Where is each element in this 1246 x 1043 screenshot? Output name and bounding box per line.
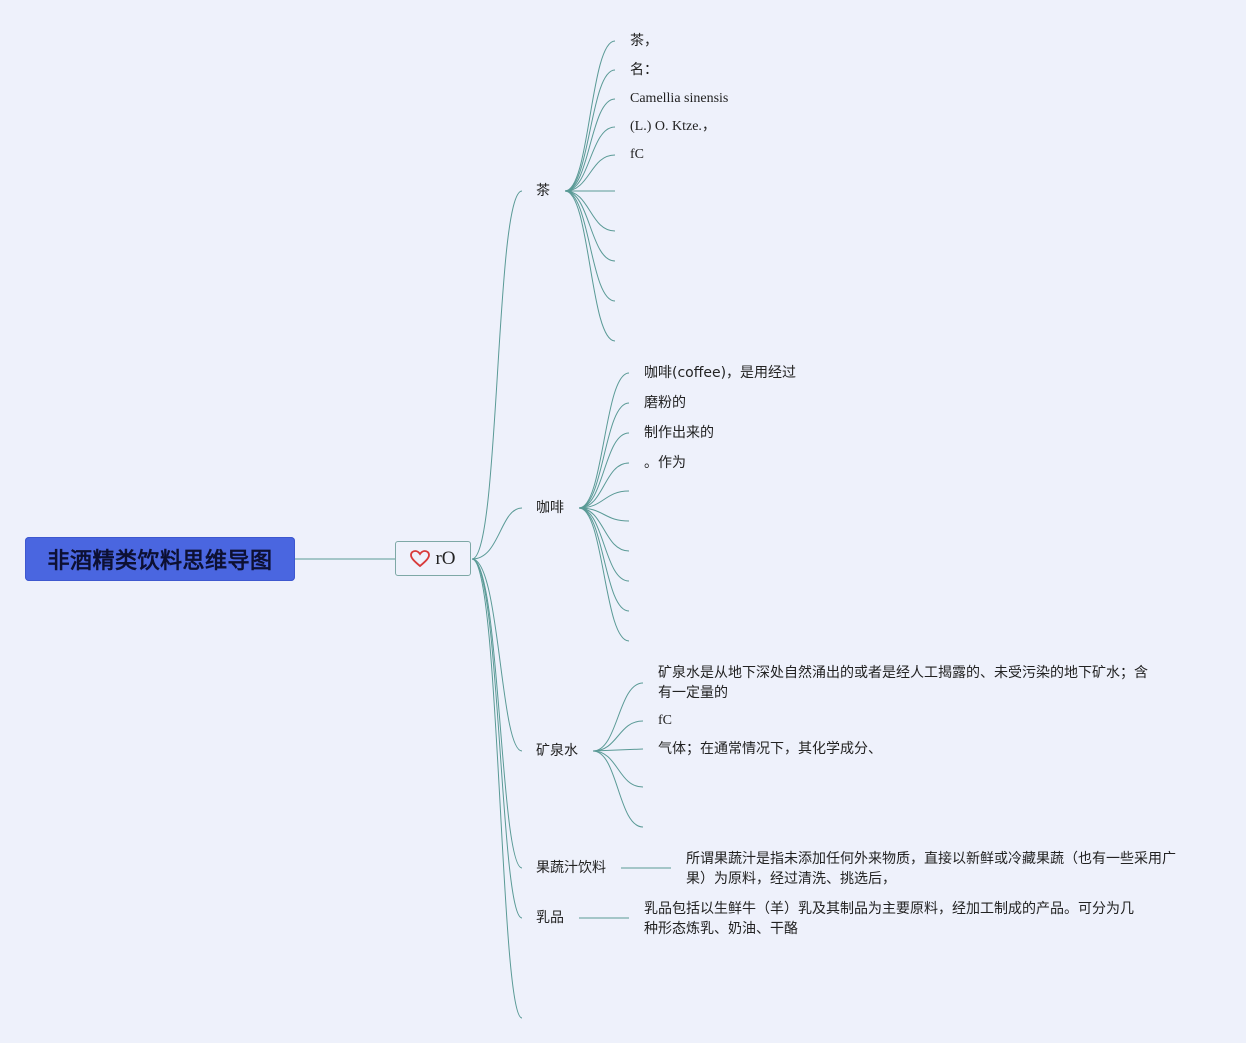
- dairy-item[interactable]: 乳品包括以生鲜牛（羊）乳及其制品为主要原料，经加工制成的产品。可分为几种形态炼乳…: [644, 901, 1134, 937]
- coffee-item[interactable]: 磨粉的: [644, 395, 686, 411]
- tea-item[interactable]: fC: [630, 147, 644, 162]
- mineral-water-item[interactable]: 矿泉水是从地下深处自然涌出的或者是经人工揭露的、未受污染的地下矿水；含有一定量的: [658, 665, 1148, 701]
- tea-item[interactable]: (L.) O. Ktze.，: [630, 119, 716, 134]
- tea-item[interactable]: 名：: [630, 62, 658, 78]
- mineral-water-item[interactable]: 气体；在通常情况下，其化学成分、: [658, 741, 882, 757]
- hub-connectors: [471, 190, 523, 1019]
- branch-juice[interactable]: 果蔬汁饮料: [536, 860, 606, 876]
- heart-icon: [410, 549, 431, 567]
- tea-item[interactable]: 茶，: [630, 33, 658, 49]
- mineral-water-item[interactable]: fC: [658, 713, 672, 728]
- branch-mineral-water[interactable]: 矿泉水: [536, 743, 578, 759]
- coffee-connectors: [578, 372, 630, 642]
- root-title: 非酒精类饮料思维导图: [47, 549, 273, 574]
- mineral-water-connectors: [592, 682, 644, 828]
- tea-item[interactable]: Camellia sinensis: [630, 91, 729, 106]
- coffee-item[interactable]: 制作出来的: [644, 425, 714, 441]
- hub-label: rO: [435, 547, 456, 569]
- root-node[interactable]: 非酒精类饮料思维导图: [25, 537, 295, 581]
- branch-tea[interactable]: 茶: [536, 183, 550, 199]
- coffee-item[interactable]: 。作为: [644, 455, 686, 471]
- juice-item[interactable]: 所谓果蔬汁是指未添加任何外来物质，直接以新鲜或冷藏果蔬（也有一些采用广果）为原料…: [686, 851, 1176, 887]
- coffee-item[interactable]: 咖啡(coffee)，是用经过: [644, 365, 797, 381]
- hub-node[interactable]: rO: [395, 541, 471, 576]
- tea-connectors: [564, 40, 616, 342]
- branch-dairy[interactable]: 乳品: [536, 910, 564, 926]
- branch-coffee[interactable]: 咖啡: [536, 500, 564, 516]
